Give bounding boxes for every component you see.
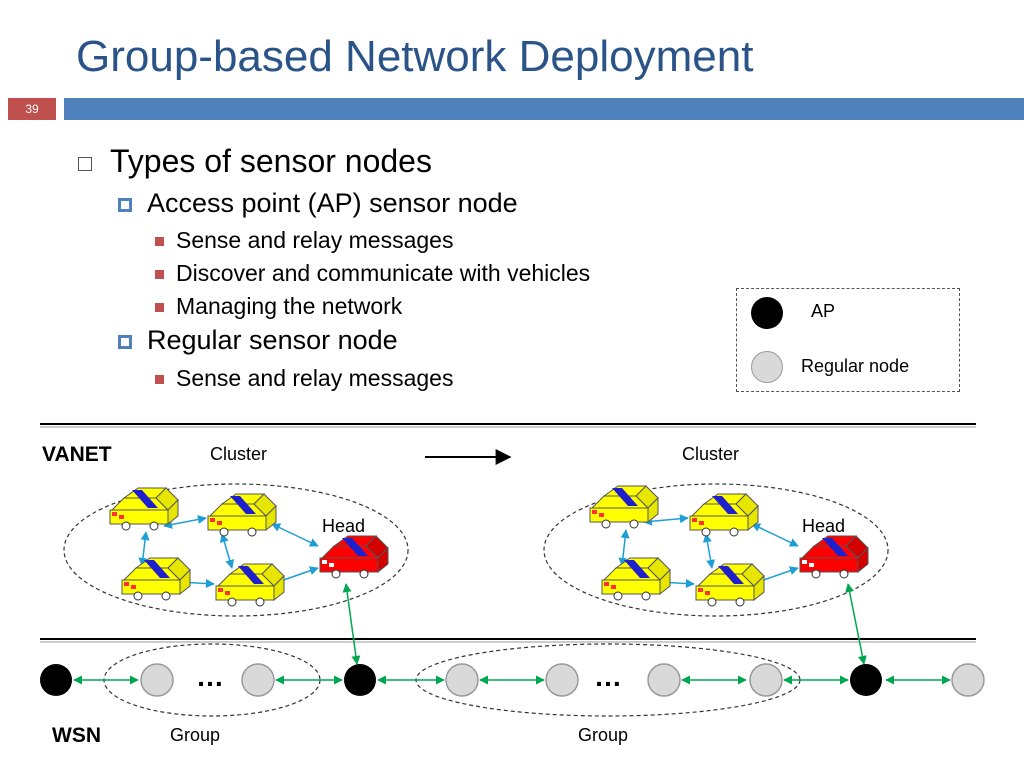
regular-node-icon [751,351,783,383]
legend-regular-label: Regular node [801,356,910,376]
red-square-bullet-icon [155,303,164,312]
vehicle-icon [121,557,191,601]
ap-node [40,664,72,696]
vehicle-icon [695,563,765,607]
cluster-boundary [63,483,409,617]
regular-node [545,663,579,697]
bullet-text: Sense and relay messages [176,227,454,253]
head-label: Head [322,516,365,536]
red-square-bullet-icon [155,270,164,279]
slide-number: 39 [8,98,56,120]
red-square-bullet-icon [155,375,164,384]
bullet-ap-item: Discover and communicate with vehicles [155,260,590,287]
regular-node [241,663,275,697]
ap-node [344,664,376,696]
bullet-regular-sensor-node: Regular sensor node [118,325,398,356]
cluster-boundary [543,483,889,617]
wsn-label: WSN [52,724,101,747]
red-square-bullet-icon [155,237,164,246]
regular-node [140,663,174,697]
vehicle-icon [601,557,671,601]
bullet-text: Access point (AP) sensor node [147,188,518,218]
legend-ap-label: AP [811,301,836,321]
blue-square-bullet-icon [118,198,132,212]
ellipsis-text: … [196,661,224,692]
cluster-label: Cluster [682,444,739,464]
head-ap-link [845,583,867,665]
cluster-head-vehicle-icon [799,535,869,579]
regular-node [445,663,479,697]
bullet-types-of-sensor-nodes: Types of sensor nodes [78,143,432,180]
regular-node [749,663,783,697]
slide-title: Group-based Network Deployment [76,32,754,81]
head-ap-link [342,583,361,665]
bullet-text: Types of sensor nodes [110,143,432,179]
cluster-label: Cluster [210,444,267,464]
node-legend: AP Regular node [736,288,960,392]
vehicle-icon [589,485,659,529]
group-label: Group [578,725,628,745]
bullet-text: Sense and relay messages [176,365,454,391]
bullet-ap-sensor-node: Access point (AP) sensor node [118,188,518,219]
group-label: Group [170,725,220,745]
bullet-ap-item: Sense and relay messages [155,227,453,254]
bullet-text: Discover and communicate with vehicles [176,260,591,286]
title-bar [64,98,1024,120]
vehicle-icon [109,487,179,531]
bullet-text: Regular sensor node [147,325,398,355]
cluster-head-vehicle-icon [319,535,389,579]
bullet-text: Managing the network [176,293,403,319]
vehicle-icon [689,493,759,537]
bullet-ap-item: Managing the network [155,293,402,320]
regular-node [647,663,681,697]
vanet-label: VANET [42,443,112,466]
head-label: Head [802,516,845,536]
vehicle-icon [215,563,285,607]
vehicle-icon [207,493,277,537]
blue-square-bullet-icon [118,335,132,349]
vanet-separator [40,423,976,428]
ellipsis-text: … [594,661,622,692]
ap-node [850,664,882,696]
ap-node-icon [751,297,783,329]
bullet-regular-item: Sense and relay messages [155,365,453,392]
regular-node [951,663,985,697]
hollow-square-bullet-icon [78,156,92,171]
wsn-separator [40,638,976,643]
